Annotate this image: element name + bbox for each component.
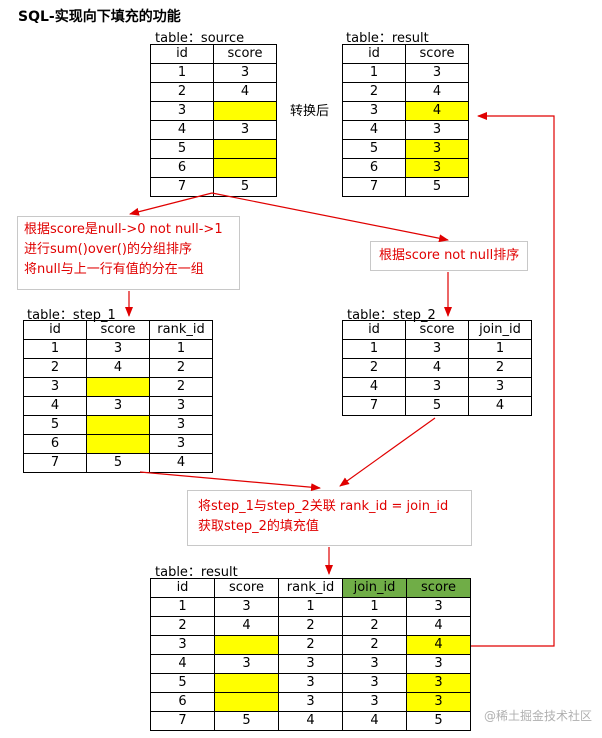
table-cell <box>214 673 279 693</box>
note-grouping-line-2: 进行sum()over()的分组排序 <box>24 242 192 257</box>
table-cell: 4 <box>406 635 471 655</box>
table-cell <box>86 377 150 397</box>
arrow-step2-to-note3 <box>339 417 436 487</box>
table-cell: 4 <box>405 101 469 121</box>
note-join-line-2: 获取step_2的填充值 <box>198 519 319 534</box>
table-cell: 7 <box>150 177 214 197</box>
step1-table-caption: table：step_1 <box>27 308 116 323</box>
arrow-source-to-note1 <box>129 192 213 216</box>
note-grouping: 根据score是null->0 not null->1 进行sum()over(… <box>17 216 240 290</box>
result-top-table-caption: table：result <box>346 31 429 46</box>
result-bottom-table-caption: table：result <box>155 565 238 580</box>
note-sorting: 根据score not null排序 <box>370 241 528 271</box>
table-cell: 3 <box>405 63 469 83</box>
table-cell: 4 <box>149 453 213 473</box>
arrow-result-to-top-result <box>471 112 555 647</box>
note-join: 将step_1与step_2关联 rank_id = join_id 获取ste… <box>187 490 472 546</box>
table-cell <box>213 139 277 159</box>
table-cell: 5 <box>406 711 471 731</box>
note-join-line-1: 将step_1与step_2关联 rank_id = join_id <box>198 499 449 514</box>
arrow-step1-to-note3 <box>139 471 321 492</box>
table-cell: 5 <box>213 177 277 197</box>
table-cell <box>214 692 279 712</box>
table-row: 6 <box>150 158 277 178</box>
note-grouping-line-1: 根据score是null->0 not null->1 <box>24 222 223 237</box>
table-cell: 3 <box>405 139 469 159</box>
watermark: @稀土掘金技术社区 <box>483 709 592 723</box>
header-cell: score <box>406 578 471 598</box>
page-title: SQL-实现向下填充的功能 <box>18 9 181 25</box>
header-cell: rank_id <box>149 320 213 340</box>
table-row: 5 <box>150 139 277 159</box>
note-sorting-line-1: 根据score not null排序 <box>379 248 520 263</box>
header-cell: score <box>405 44 469 64</box>
table-cell: 3 <box>406 692 471 712</box>
table-cell: 7 <box>23 453 87 473</box>
transform-label: 转换后 <box>290 104 330 119</box>
table-cell: 7 <box>342 177 406 197</box>
table-cell: 4 <box>278 711 343 731</box>
table-cell <box>213 158 277 178</box>
arrow-source-to-note2 <box>211 192 449 243</box>
note-grouping-line-3: 将null与上一行有值的分在一组 <box>24 262 204 277</box>
table-cell: 4 <box>468 396 532 416</box>
step2-table-caption: table：step_2 <box>347 308 436 323</box>
source-table-caption: table：source <box>155 31 245 46</box>
table-cell: 5 <box>405 177 469 197</box>
table-cell <box>214 635 279 655</box>
header-cell: score <box>213 44 277 64</box>
